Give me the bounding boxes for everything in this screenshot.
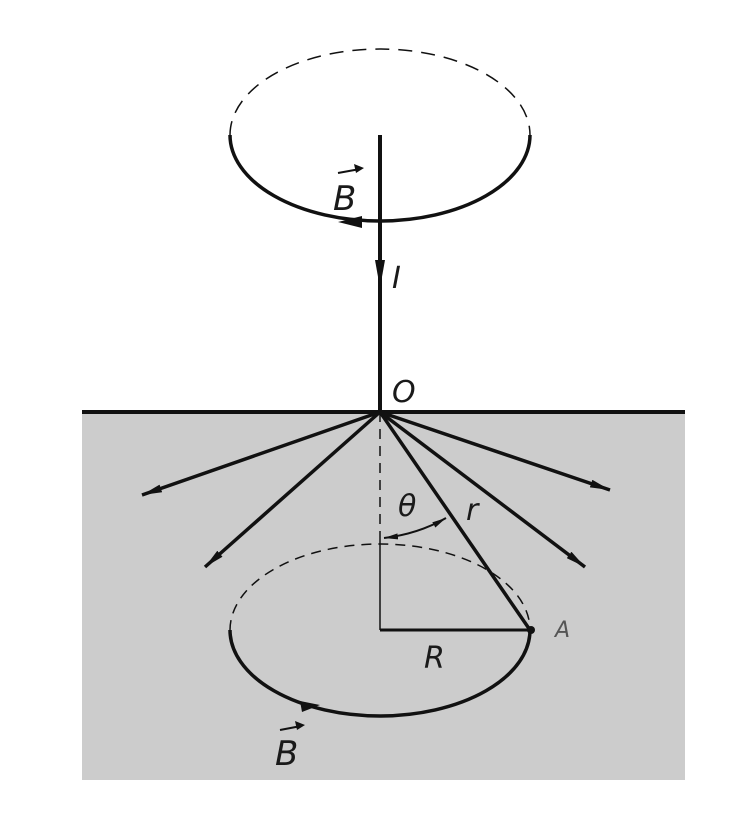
label-field-bottom: B <box>275 734 298 774</box>
ray-far-left <box>141 410 381 497</box>
distance-line-r <box>378 411 532 631</box>
ray-far-right <box>379 410 611 492</box>
label-origin: O <box>392 375 416 410</box>
ray-right <box>378 410 587 569</box>
label-point: A <box>553 618 570 643</box>
point-a-dot <box>527 626 535 634</box>
vector-arrow-top <box>337 164 364 174</box>
bottom-loop-front-solid <box>228 629 532 718</box>
label-radius: R <box>424 641 445 676</box>
ground-region <box>82 412 685 780</box>
current-direction-arrow <box>375 260 385 288</box>
top-loop-direction-arrow <box>338 216 362 228</box>
top-loop-back-dashed <box>229 48 531 136</box>
label-distance: r <box>466 493 480 528</box>
label-field-top: B <box>333 179 356 219</box>
vector-arrow-bottom <box>279 721 305 731</box>
ray-left <box>203 410 382 569</box>
angle-arc <box>383 517 447 540</box>
current-spread-rays <box>141 410 611 569</box>
label-angle: θ <box>398 489 416 524</box>
label-current: I <box>392 261 401 296</box>
bottom-loop-direction-arrow <box>300 701 320 712</box>
